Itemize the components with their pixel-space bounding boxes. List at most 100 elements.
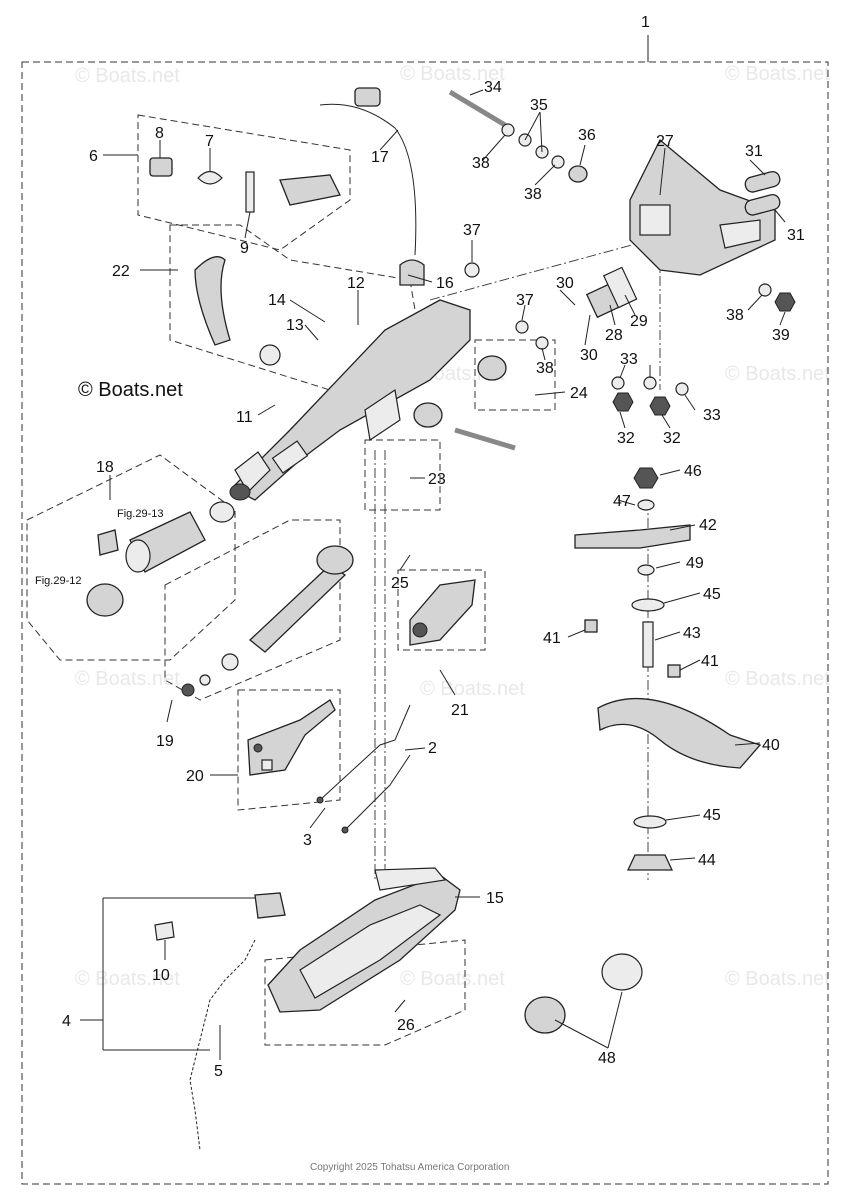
callout-24: 24 — [570, 385, 588, 402]
swivel-bracket — [629, 138, 781, 276]
callout-10: 10 — [152, 967, 170, 984]
callout-21: 21 — [451, 702, 469, 719]
group-21 — [397, 569, 486, 651]
callout-39: 39 — [772, 327, 790, 344]
callout-30b: 30 — [580, 347, 598, 364]
watermark: © Boats.net — [725, 363, 830, 385]
watermark: © Boats.net — [420, 678, 525, 700]
knob-parts — [524, 953, 643, 1034]
right-hardware — [413, 262, 796, 451]
callout-7: 7 — [205, 133, 214, 150]
callout-25: 25 — [391, 575, 409, 592]
callout-8: 8 — [155, 125, 164, 142]
callout-41b: 41 — [701, 653, 719, 670]
callout-9: 9 — [240, 240, 249, 257]
callout-43: 43 — [683, 625, 701, 642]
group-23 — [364, 439, 441, 511]
group-19 — [164, 519, 341, 701]
callout-16: 16 — [436, 275, 454, 292]
callout-47: 47 — [613, 493, 631, 510]
copyright-notice: Copyright 2025 Tohatsu America Corporati… — [310, 1162, 509, 1173]
callout-45b: 45 — [703, 807, 721, 824]
callout-37b: 37 — [516, 292, 534, 309]
leader-lines — [80, 89, 786, 1060]
callout-5: 5 — [214, 1063, 223, 1080]
watermark: © Boats.net — [400, 63, 505, 85]
callouts: 1 2 3 4 5 6 7 8 9 10 11 12 13 14 15 16 1… — [62, 14, 805, 1080]
callout-33b: 33 — [703, 407, 721, 424]
callout-31: 31 — [745, 143, 763, 160]
callout-40: 40 — [762, 737, 780, 754]
callout-18: 18 — [96, 459, 114, 476]
friction-parts — [574, 467, 762, 871]
group-20 — [237, 689, 341, 811]
callout-3: 3 — [303, 832, 312, 849]
group-6 — [137, 114, 351, 251]
callout-20: 20 — [186, 768, 204, 785]
watermark: © Boats.net — [725, 968, 830, 990]
callout-17: 17 — [371, 149, 389, 166]
watermarks: © Boats.net © Boats.net © Boats.net © Bo… — [75, 63, 830, 990]
callout-11: 11 — [236, 409, 253, 426]
watermark: © Boats.net — [75, 968, 180, 990]
callout-1: 1 — [641, 14, 650, 31]
callout-44: 44 — [698, 852, 716, 869]
watermark: © Boats.net — [725, 668, 830, 690]
watermark: © Boats.net — [725, 63, 830, 85]
callout-36: 36 — [578, 127, 596, 144]
callout-48: 48 — [598, 1050, 616, 1067]
callout-38: 38 — [472, 155, 490, 172]
callout-41: 41 — [543, 630, 561, 647]
callout-38b: 38 — [524, 186, 542, 203]
callout-28: 28 — [605, 327, 623, 344]
callout-29: 29 — [630, 313, 648, 330]
callout-38d: 38 — [726, 307, 744, 324]
group-18 — [26, 454, 236, 661]
switch-parts — [149, 87, 425, 366]
callout-2: 2 — [428, 740, 437, 757]
callout-13: 13 — [286, 317, 304, 334]
bolt-34 — [448, 89, 588, 183]
watermark: © Boats.net — [400, 968, 505, 990]
callout-32b: 32 — [663, 430, 681, 447]
tiller-handle — [229, 299, 471, 501]
figure-ref-12: Fig.29-12 — [35, 575, 81, 587]
boats-net-credit: © Boats.net — [78, 379, 183, 401]
callout-49: 49 — [686, 555, 704, 572]
callout-33: 33 — [620, 351, 638, 368]
group-24 — [474, 339, 556, 411]
callout-23: 23 — [428, 471, 446, 488]
callout-45: 45 — [703, 586, 721, 603]
callout-4: 4 — [62, 1013, 71, 1030]
assembly-boundary — [21, 61, 829, 1185]
callout-42: 42 — [699, 517, 717, 534]
lower-cover — [267, 867, 461, 1013]
bracket-21 — [409, 579, 476, 646]
callout-19: 19 — [156, 733, 174, 750]
callout-6: 6 — [89, 148, 98, 165]
watermark: © Boats.net — [75, 668, 180, 690]
callout-27: 27 — [656, 133, 674, 150]
throttle-shaft — [181, 545, 354, 697]
cables — [316, 704, 411, 834]
watermark: © Boats.net — [75, 65, 180, 87]
throttle-grip — [86, 501, 235, 617]
callout-34: 34 — [484, 79, 502, 96]
callout-14: 14 — [268, 292, 286, 309]
group-26 — [264, 939, 466, 1046]
callout-46: 46 — [684, 463, 702, 480]
callout-15: 15 — [486, 890, 504, 907]
shift-bracket — [247, 699, 336, 776]
callout-30: 30 — [556, 275, 574, 292]
callout-12: 12 — [347, 275, 365, 292]
callout-31b: 31 — [787, 227, 805, 244]
kill-lanyard — [154, 892, 286, 1151]
callout-32: 32 — [617, 430, 635, 447]
group-22 — [169, 224, 421, 391]
callout-22: 22 — [112, 263, 130, 280]
callout-38c: 38 — [536, 360, 554, 377]
callout-37: 37 — [463, 222, 481, 239]
figure-ref-13: Fig.29-13 — [117, 508, 163, 520]
callout-35: 35 — [530, 97, 548, 114]
